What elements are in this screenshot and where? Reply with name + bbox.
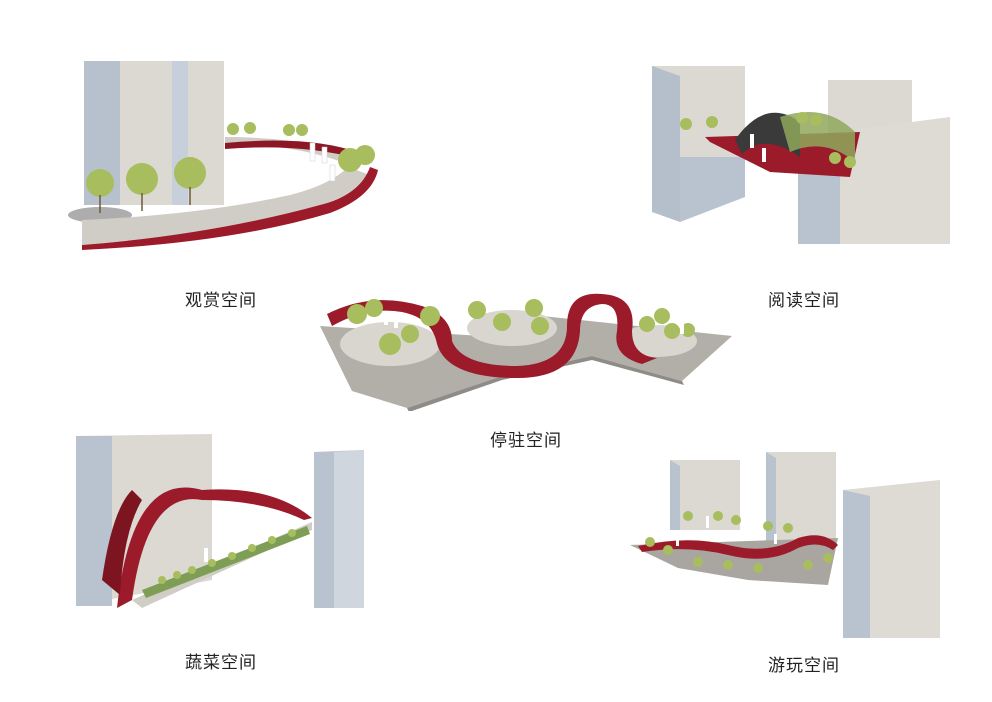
- tree: [126, 163, 158, 195]
- tree: [227, 123, 239, 135]
- people-silhouettes: [309, 142, 336, 182]
- building-left-side: [652, 66, 680, 222]
- tree: [810, 114, 822, 126]
- vegetable-bed: [142, 526, 310, 598]
- tree: [753, 563, 763, 573]
- tree: [525, 299, 543, 317]
- tree: [645, 537, 655, 547]
- tree: [796, 112, 808, 124]
- tree: [355, 145, 375, 165]
- tree: [283, 124, 295, 136]
- tree: [174, 157, 206, 189]
- tree: [681, 323, 695, 337]
- caption-reading-space: 阅读空间: [768, 291, 840, 311]
- greenery-arch: [780, 112, 855, 162]
- building-left-base: [680, 157, 745, 222]
- caption-playing-space: 游玩空间: [768, 656, 840, 676]
- people-silhouettes: [676, 516, 777, 546]
- building-right-face: [334, 450, 364, 608]
- tree-group: [347, 299, 695, 355]
- building-side: [84, 61, 120, 205]
- tree: [664, 323, 680, 339]
- playing-space-illustration: [628, 450, 943, 640]
- building-middle: [766, 452, 836, 545]
- building-middle-side: [766, 452, 776, 545]
- tree-trunks: [99, 187, 191, 213]
- tree: [639, 316, 655, 332]
- vegetable-space-illustration: [72, 430, 367, 612]
- resting-space-illustration: [312, 286, 737, 411]
- people-silhouettes: [384, 311, 684, 334]
- people-silhouettes: [204, 522, 287, 562]
- tree: [420, 306, 440, 326]
- building-left-side: [670, 460, 680, 530]
- red-ribbon-wave: [638, 535, 838, 559]
- tree: [401, 325, 419, 343]
- viewing-space-illustration: [60, 55, 390, 250]
- tree: [296, 124, 308, 136]
- tree: [823, 553, 833, 563]
- tree: [829, 152, 841, 164]
- tree: [493, 313, 511, 331]
- tree: [693, 557, 703, 567]
- tree: [365, 299, 383, 317]
- tree: [531, 317, 549, 335]
- tree-group: [645, 511, 833, 573]
- tree: [803, 560, 813, 570]
- tree: [663, 545, 673, 555]
- caption-viewing-space: 观赏空间: [185, 291, 257, 311]
- tree: [86, 169, 114, 197]
- tree: [783, 523, 793, 533]
- tree: [723, 560, 733, 570]
- tree: [706, 116, 718, 128]
- tree: [654, 308, 670, 324]
- walkway-surface: [82, 167, 370, 245]
- vegetable-plants: [158, 529, 296, 584]
- caption-vegetable-space: 蔬菜空间: [185, 653, 257, 673]
- tree: [683, 511, 693, 521]
- red-arch-face: [102, 490, 142, 595]
- tree: [468, 301, 486, 319]
- red-ribbon: [82, 167, 378, 250]
- people-silhouettes: [750, 134, 766, 162]
- tree: [844, 156, 856, 168]
- tree-group: [680, 112, 856, 168]
- building-right-side: [843, 490, 870, 638]
- building-left: [670, 460, 740, 530]
- tree-group: [86, 122, 375, 197]
- red-ribbon-wave: [327, 293, 657, 378]
- tree: [713, 511, 723, 521]
- tree: [379, 333, 401, 355]
- tree: [244, 122, 256, 134]
- reading-space-illustration: [650, 62, 955, 250]
- tree: [347, 304, 367, 324]
- tree: [763, 521, 773, 531]
- building-left-side: [76, 436, 112, 606]
- tree: [731, 515, 741, 525]
- tree: [680, 118, 692, 130]
- caption-resting-space: 停驻空间: [490, 431, 562, 451]
- red-ribbon-upper: [225, 140, 360, 159]
